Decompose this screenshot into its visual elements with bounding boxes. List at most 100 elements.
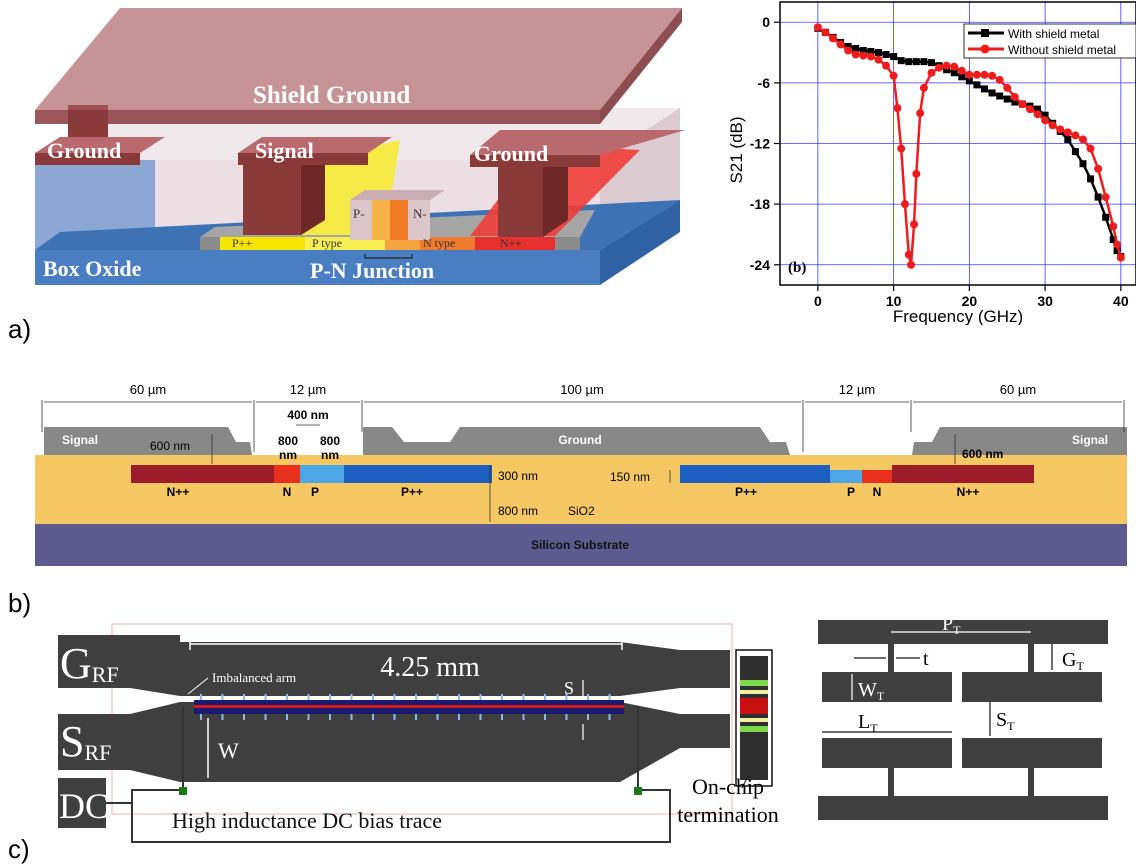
g-rf-label: GRF (60, 639, 119, 688)
data-point-without-shield (1094, 164, 1103, 173)
plot-frame (779, 1, 1136, 286)
n-right-region (862, 470, 892, 483)
dim-600nm-right: 600 nm (962, 447, 1003, 461)
segment-finger (501, 694, 503, 700)
dim-nm-a: nm (279, 448, 297, 462)
data-point-without-shield (1101, 193, 1110, 202)
legend-box (963, 23, 1136, 59)
data-point-without-shield (821, 28, 830, 37)
segment-finger (350, 694, 353, 700)
termination-stripe-light-top (740, 690, 768, 694)
data-point-with-shield (1041, 111, 1049, 119)
segment-fingers (200, 694, 611, 720)
data-point-without-shield (1048, 121, 1057, 130)
dim-600nm-left: 600 nm (150, 439, 190, 453)
data-point-without-shield (836, 40, 845, 49)
data-point-with-shield (874, 49, 882, 57)
segment-finger (415, 714, 417, 720)
dim-300nm: 300 nm (498, 469, 538, 483)
imbalanced-arm-pointer (187, 677, 209, 695)
data-point-with-shield (1113, 247, 1121, 255)
segment-finger (372, 714, 374, 720)
data-point-without-shield (1018, 100, 1027, 109)
n-right-label: N (873, 485, 882, 499)
data-point-with-shield (1003, 95, 1011, 103)
termination-label-2: termination (677, 802, 778, 827)
p-left-region (300, 465, 344, 483)
lt-label: LT (858, 711, 878, 735)
cross-section-diagram: Silicon Substrate Signal Ground Signal 6… (35, 382, 1127, 566)
segment-finger (372, 694, 374, 700)
shield-ground-top (35, 8, 682, 110)
data-point-without-shield (874, 55, 883, 64)
data-point-without-shield (859, 51, 868, 60)
dim-150nm: 150 nm (610, 470, 650, 484)
x-tick-label: 10 (886, 293, 902, 309)
bias-trace-label: High inductance DC bias trace (172, 808, 442, 833)
shield-ground-label: Shield Ground (253, 82, 410, 109)
segment-finger (436, 694, 439, 700)
dc-pad (58, 778, 106, 828)
segment-finger (286, 694, 288, 700)
panel-label-c: c) (8, 834, 30, 864)
x-tick-label: 20 (962, 293, 978, 309)
device-3d-diagram: P- N- Shield Ground Ground Signal Ground… (35, 8, 685, 285)
dc-bias-trace (131, 706, 671, 843)
data-point-with-shield (912, 58, 920, 66)
data-point-without-shield (829, 34, 838, 43)
panel-label-a: a) (8, 314, 32, 344)
segment-finger (329, 694, 331, 700)
data-point-without-shield (1025, 105, 1034, 114)
data-point-with-shield (1102, 213, 1110, 221)
s-rf-label: SRF (60, 717, 111, 766)
chart-panel-tag: (b) (788, 260, 806, 276)
y-tick-label: -12 (750, 136, 770, 152)
data-point-with-shield (844, 42, 852, 50)
ppp-left-region (344, 465, 492, 483)
box-oxide-label: Box Oxide (43, 256, 142, 281)
length-label: 4.25 mm (380, 652, 480, 683)
dim-100um: 100 µm (560, 382, 604, 397)
segment-finger (415, 694, 417, 700)
legend-marker-with-shield (981, 29, 989, 37)
silicon-substrate (35, 524, 1127, 566)
phase-shifter-core (194, 705, 624, 708)
signal-left-metal (44, 427, 252, 455)
unit-finger-1 (888, 644, 894, 672)
segment-finger (565, 694, 568, 700)
segment-finger (458, 714, 460, 720)
segment-finger (200, 714, 202, 720)
segment-finger (221, 694, 224, 700)
segment-finger (329, 714, 331, 720)
data-point-without-shield (1071, 131, 1080, 140)
unit-bottom-seg-2 (962, 738, 1102, 768)
data-point-with-shield (1094, 193, 1102, 201)
data-point-without-shield (866, 52, 875, 61)
signal-label: Signal (255, 138, 314, 163)
chart-series (813, 23, 1125, 269)
segment-finger (243, 694, 245, 700)
p-type-region (305, 237, 385, 250)
ground-left-label: Ground (47, 138, 121, 163)
data-point-without-shield (1078, 135, 1087, 144)
ground-left-front (35, 153, 140, 165)
data-point-without-shield (1010, 93, 1019, 102)
data-point-without-shield (988, 71, 997, 80)
signal-bar-top (238, 137, 392, 153)
segment-finger (479, 714, 482, 720)
data-point-without-shield (965, 70, 974, 79)
x-axis-label: Frequency (GHz) (893, 307, 1023, 325)
data-point-without-shield (957, 66, 966, 75)
data-point-without-shield (900, 200, 909, 209)
dim-800-b: 800 (320, 434, 340, 448)
gt-label: GT (1062, 649, 1084, 673)
shield-ground-side (600, 8, 682, 124)
rib-top (350, 190, 445, 200)
legend-marker-without-shield (980, 44, 990, 54)
segment-finger (565, 714, 568, 720)
g-rf-electrode (58, 635, 730, 696)
segment-finger (221, 714, 224, 720)
pn-junction-label: P-N Junction (310, 258, 434, 283)
